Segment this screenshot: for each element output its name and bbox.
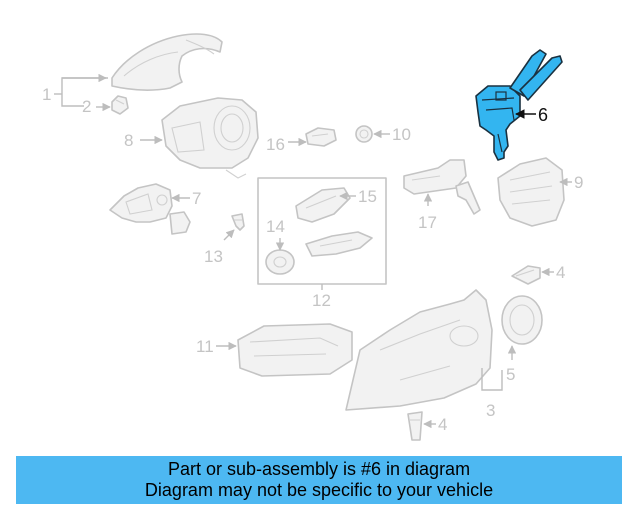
part-7-switch [109, 183, 191, 235]
callout-9: 9 [574, 173, 583, 192]
callout-4b-group: 4 [423, 415, 447, 434]
part-info-banner: Part or sub-assembly is #6 in diagram Di… [16, 456, 622, 504]
callout-8-group: 8 [124, 131, 163, 150]
callout-14: 14 [266, 217, 285, 236]
part-11-module [237, 323, 353, 377]
part-6-combination-switch [475, 49, 563, 161]
callout-2: 2 [82, 97, 91, 116]
callout-6: 6 [538, 105, 548, 125]
callout-14-group: 14 [266, 217, 285, 251]
part-17-ignition-key [403, 159, 481, 215]
part-2-clip [111, 95, 129, 115]
callout-12: 12 [312, 291, 331, 310]
callout-13-group: 13 [204, 229, 235, 266]
part-9-clockspring [497, 157, 565, 227]
banner-line-1: Part or sub-assembly is #6 in diagram [167, 459, 471, 479]
callout-15-group: 15 [339, 187, 377, 206]
callout-4a-group: 4 [541, 263, 565, 282]
part-16-bracket [305, 127, 337, 147]
callout-5-group: 5 [506, 345, 517, 384]
callout-16: 16 [266, 135, 285, 154]
callout-6-group: 6 [515, 105, 548, 125]
callout-13: 13 [204, 247, 223, 266]
callout-10-group: 10 [373, 125, 411, 144]
part-3-lower-cover [345, 289, 493, 411]
group-12-box [257, 177, 387, 285]
callout-17-group: 17 [418, 193, 437, 232]
callout-2-group: 2 [82, 97, 111, 116]
callout-7: 7 [192, 189, 201, 208]
part-5-trim-ring [501, 295, 543, 345]
callout-3-group: 3 [481, 368, 503, 420]
callout-10: 10 [392, 125, 411, 144]
callout-7-group: 7 [171, 189, 201, 208]
callout-12-group: 12 [312, 284, 331, 310]
part-13-screw [231, 213, 245, 231]
callout-1-group: 1 [42, 73, 108, 107]
banner-line-2: Diagram may not be specific to your vehi… [144, 480, 494, 500]
part-8-lock-housing [161, 97, 259, 179]
part-1-column-cover [111, 33, 223, 91]
callout-3: 3 [486, 401, 495, 420]
callout-15: 15 [358, 187, 377, 206]
callout-4-upper: 4 [556, 263, 565, 282]
callout-11-group: 11 [196, 337, 237, 356]
callout-8: 8 [124, 131, 133, 150]
callout-11: 11 [196, 337, 214, 356]
part-10-nut [355, 125, 373, 143]
part-4-bolt-lower [407, 411, 423, 441]
part-4-bolt-upper [511, 265, 541, 285]
callout-4-lower: 4 [438, 415, 447, 434]
callout-17: 17 [418, 213, 437, 232]
callout-9-group: 9 [559, 173, 583, 192]
callout-16-group: 16 [266, 135, 307, 154]
callout-5: 5 [506, 365, 515, 384]
parts-diagram: 1 2 8 16 10 [42, 33, 583, 441]
callout-1: 1 [42, 85, 51, 104]
